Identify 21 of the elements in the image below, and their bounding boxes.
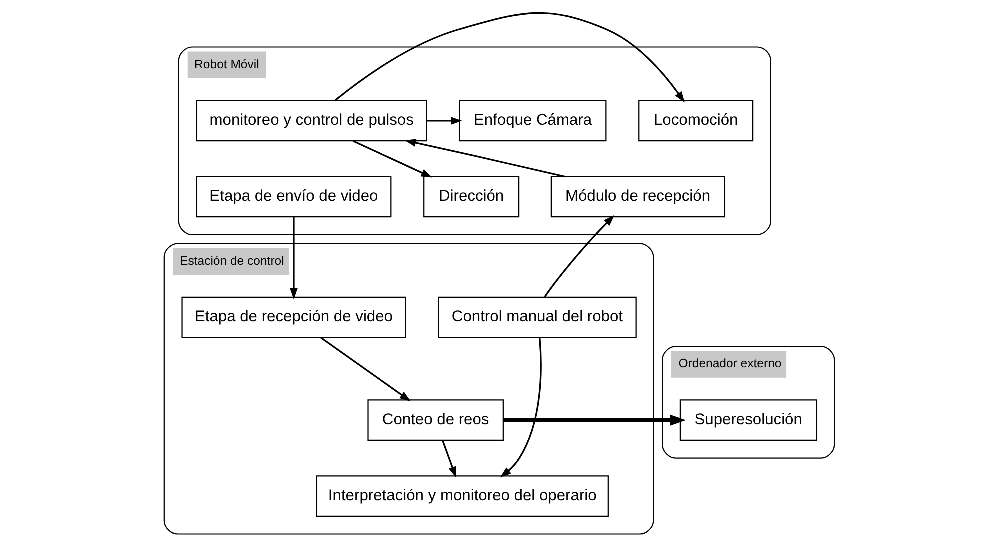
node-box: Dirección (423, 176, 520, 218)
arrow (544, 215, 614, 298)
node-box: Etapa de envío de video (196, 176, 392, 218)
node-box: monitoreo y control de pulsos (196, 100, 427, 142)
node-box: Locomoción (638, 100, 754, 142)
arrow (334, 12, 684, 103)
node-box: Interpretación y monitoreo del operario (316, 476, 608, 517)
arrow (426, 117, 462, 125)
node-box: Módulo de recepción (550, 176, 725, 218)
arrow (404, 139, 565, 178)
node-box: Conteo de reos (367, 400, 504, 441)
node-box: Control manual del robot (438, 296, 636, 338)
arrow (503, 414, 686, 426)
arrow (320, 337, 410, 402)
arrow (500, 338, 542, 478)
node-box: Superesolución (679, 400, 817, 441)
node-box: Enfoque Cámara (458, 100, 606, 142)
arrow (442, 440, 456, 478)
arrow (352, 140, 432, 178)
node-box: Etapa de recepción de video (181, 296, 406, 338)
arrow (290, 217, 298, 300)
